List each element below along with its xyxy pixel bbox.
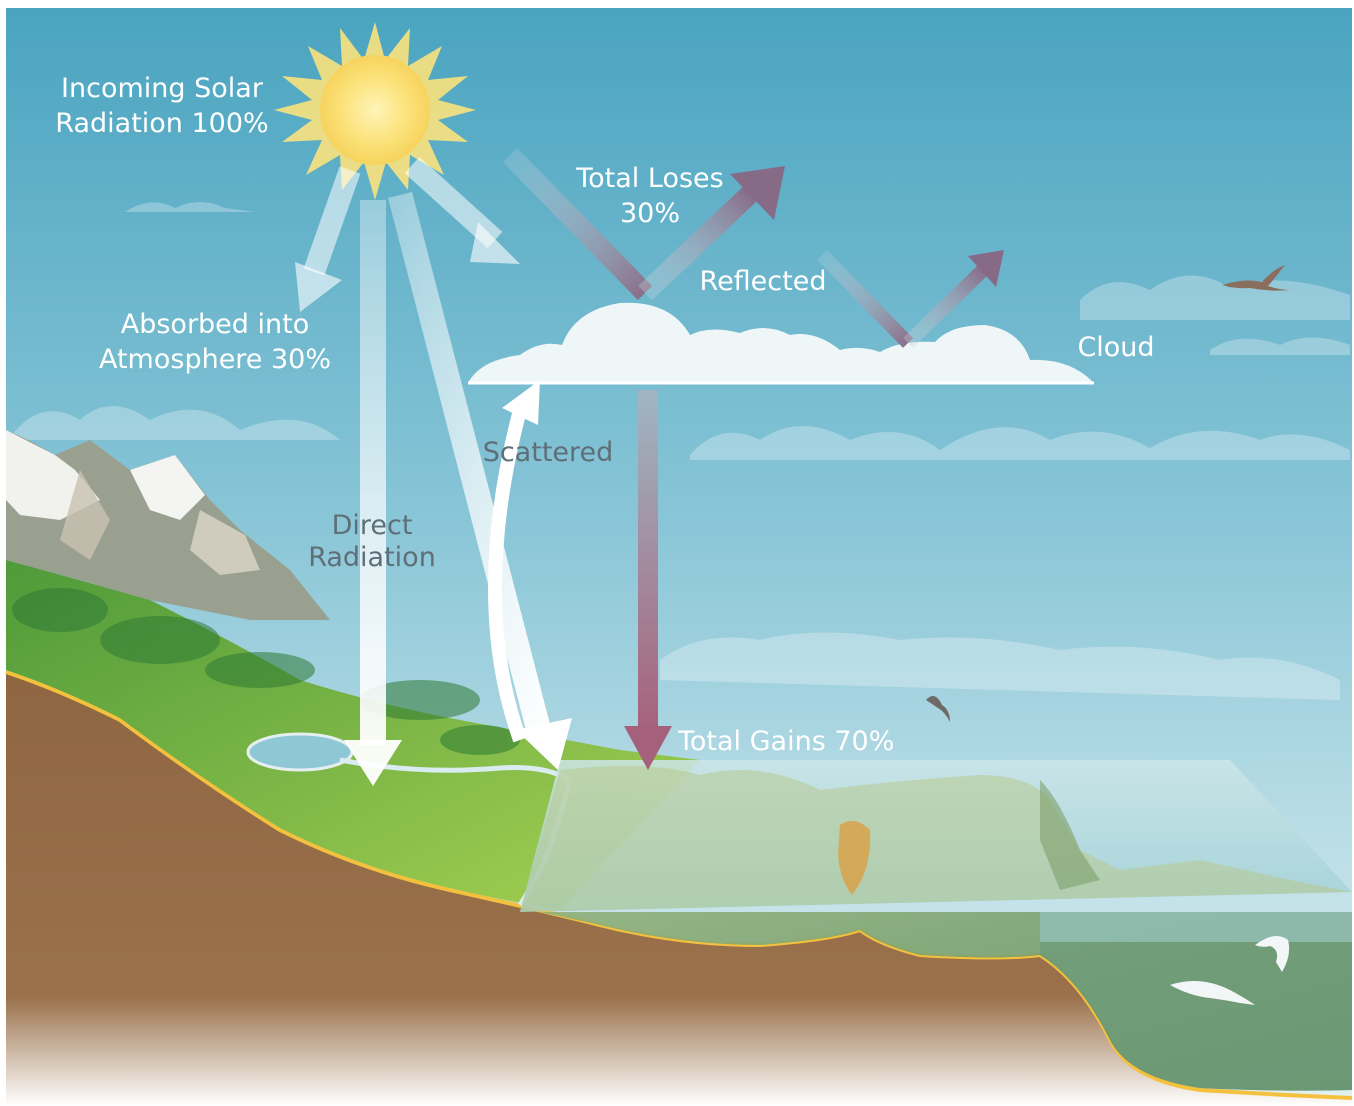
diffuse-beam-arrow [388,192,572,770]
seabird-icon [926,696,950,722]
direct-radiation-label-line2: Radiation [308,542,436,573]
reflected-label: Reflected [700,266,827,297]
jumping-dolphin-icon [1255,936,1290,972]
background-clouds [8,202,1350,700]
incoming-radiation-label-line1: Incoming Solar [61,73,264,104]
ocean-shelf-block [520,760,1352,1091]
reflected-loss-arrow-main [502,148,785,301]
dolphin-icon [1170,981,1255,1005]
direct-radiation-label-line1: Direct [332,510,413,541]
mountain-range [6,430,330,620]
absorbed-label-line1: Absorbed into [121,309,310,340]
scattered-arrow [488,380,540,743]
total-loses-label-line2: 30% [620,198,680,229]
absorbed-label-line2: Atmosphere 30% [99,344,331,375]
absorbed-beam-arrow [295,166,361,312]
scattered-label: Scattered [483,437,614,468]
mountain-lake [246,732,354,772]
total-loses-label-line1: Total Loses [575,163,723,194]
sun-icon [274,22,476,200]
cloud-label: Cloud [1077,332,1154,363]
bird-icon [1222,265,1290,291]
cloud-shape [468,302,1094,383]
forest-texture [12,588,520,755]
total-gains-arrow [624,390,672,770]
incoming-radiation-label-line2: Radiation 100% [55,108,268,139]
direct-radiation-arrow [344,200,402,786]
reflected-loss-arrow-small [816,250,1004,349]
total-gains-label: Total Gains 70% [677,726,894,757]
ground-cross-section [6,672,1352,1106]
cloud-beam-arrow [404,156,520,264]
